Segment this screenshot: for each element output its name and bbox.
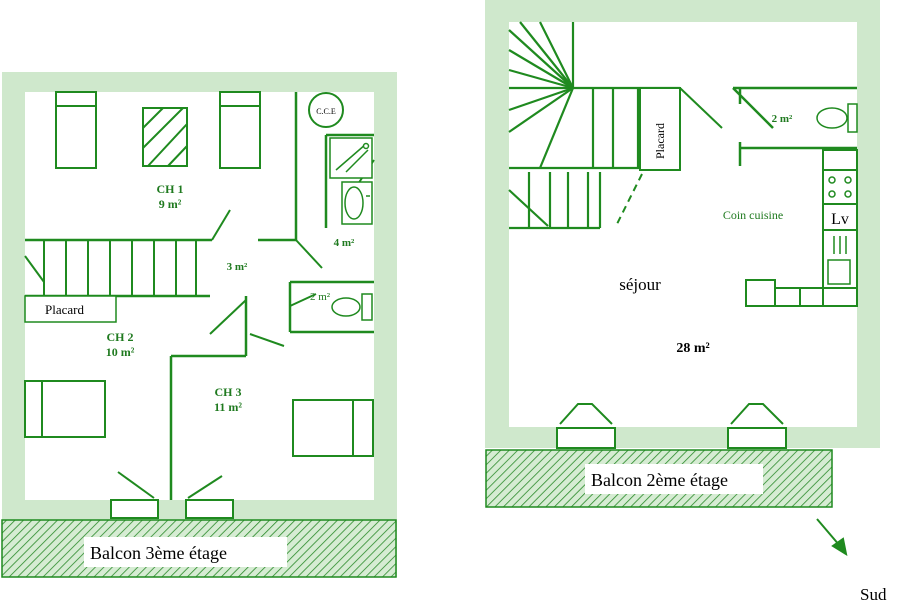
ch1-bed-right xyxy=(219,91,261,169)
lv-label: Lv xyxy=(831,211,849,228)
hall-area: 3 m² xyxy=(227,261,248,273)
floor2-wc-walls xyxy=(732,86,857,166)
ch1-area: 9 m² xyxy=(159,197,182,211)
floor2-placard-label: Placard xyxy=(653,123,667,159)
floor3-window-right xyxy=(185,475,234,519)
compass-arrow xyxy=(816,518,848,557)
floor2-wc-area: 2 m² xyxy=(772,113,793,125)
floor3-placard-label: Placard xyxy=(45,302,84,317)
floor2-stairs xyxy=(508,21,680,230)
floor2-balcony-label: Balcon 2ème étage xyxy=(591,470,728,490)
bath-area: 4 m² xyxy=(334,237,355,249)
ch1-name: CH 1 xyxy=(157,182,184,196)
floor2-placard-door xyxy=(679,87,723,129)
floor2-stair-dashed xyxy=(615,173,643,227)
ch3-bed xyxy=(292,399,374,457)
cce-circle xyxy=(308,92,344,128)
washbasin-icon xyxy=(341,181,373,225)
ch1-bed-left xyxy=(55,91,97,169)
floor3-wc-area: 2 m² xyxy=(310,291,331,303)
floor3-balcony xyxy=(1,519,397,578)
sejour-name: séjour xyxy=(619,275,661,294)
floor2-window-right xyxy=(727,403,787,449)
floor2-window-left xyxy=(556,403,616,449)
ch3-name: CH 3 xyxy=(215,385,242,399)
ch2-name: CH 2 xyxy=(107,330,134,344)
kitchen-label: Coin cuisine xyxy=(723,208,783,222)
sink-icon xyxy=(827,236,851,285)
cce-label: C.C.E xyxy=(316,107,336,116)
ch2-area: 10 m² xyxy=(106,345,135,359)
floor3-window-left xyxy=(110,471,159,519)
ch2-bed xyxy=(24,380,106,438)
sejour-area: 28 m² xyxy=(676,341,709,356)
hob-icon xyxy=(828,176,852,198)
floor3-toilet-icon xyxy=(331,293,373,321)
shower-icon xyxy=(329,137,373,179)
floor3-balcony-label-box xyxy=(84,537,287,567)
floor3-placard xyxy=(24,295,117,323)
ch1-furniture-hatched xyxy=(142,107,188,167)
ch3-area: 11 m² xyxy=(214,400,242,414)
floor2-plan: Balcon 2ème étage xyxy=(485,0,880,508)
floor2-interior xyxy=(509,22,857,427)
floor3-plan: Balcon 3ème étage xyxy=(1,72,397,578)
floor3-balcony-label: Balcon 3ème étage xyxy=(90,543,227,563)
compass-label: Sud xyxy=(860,585,887,604)
floor2-balcony-label-box xyxy=(585,464,763,494)
floor2-placard xyxy=(639,87,681,171)
floor2-toilet-icon xyxy=(816,103,858,133)
floor3-stairs xyxy=(24,240,197,296)
